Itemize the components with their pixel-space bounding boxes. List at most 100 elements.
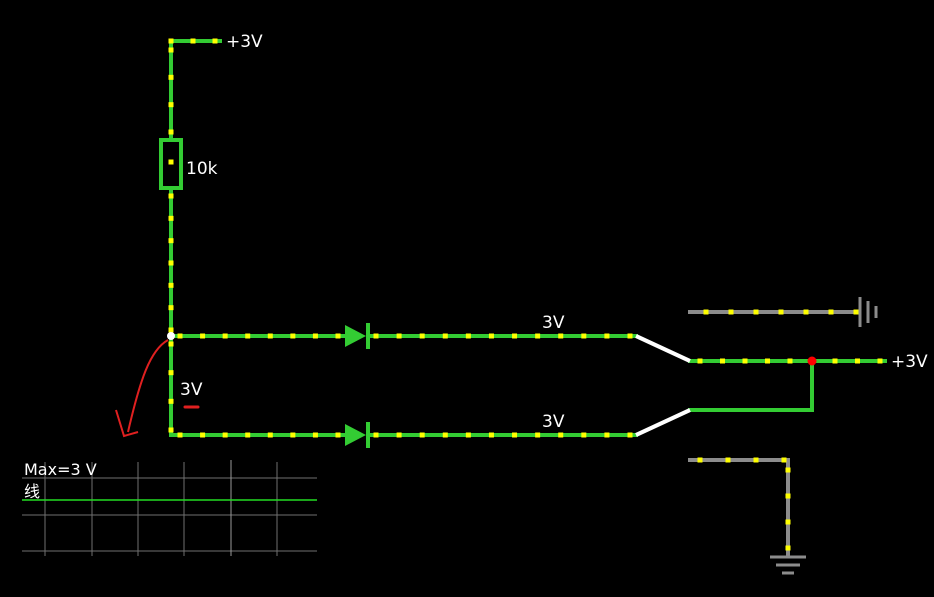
current-dot — [488, 333, 494, 339]
current-dot — [832, 358, 838, 364]
current-dot — [853, 309, 859, 315]
node-junction — [167, 332, 175, 340]
current-dot — [168, 341, 174, 347]
current-dot — [212, 38, 218, 44]
current-dot — [785, 519, 791, 525]
current-dot — [803, 309, 809, 315]
current-dot — [828, 309, 834, 315]
current-dot — [419, 333, 425, 339]
wire-top-supply — [169, 39, 222, 142]
upper-diode-voltage-label: 3V — [542, 313, 565, 333]
current-dot — [787, 358, 793, 364]
scope-max-label: Max=3 V — [24, 460, 97, 479]
current-dot — [465, 432, 471, 438]
current-dot — [604, 432, 610, 438]
current-dot — [168, 193, 174, 199]
current-dot — [267, 333, 273, 339]
current-dot — [168, 398, 174, 404]
current-dot — [177, 333, 183, 339]
current-dot — [290, 333, 296, 339]
current-dot — [200, 432, 206, 438]
lower-diode-voltage-label: 3V — [542, 412, 565, 432]
current-dot — [742, 358, 748, 364]
current-dot — [168, 370, 174, 376]
current-dot — [335, 333, 341, 339]
current-dot — [465, 333, 471, 339]
scope-panel[interactable]: Max=3 V 线 — [22, 460, 317, 556]
current-dot — [222, 432, 228, 438]
current-dot — [697, 457, 703, 463]
current-dot — [168, 74, 174, 80]
idle-current-dots — [697, 309, 859, 551]
current-dot — [168, 38, 174, 44]
current-dot — [753, 457, 759, 463]
wires — [169, 39, 887, 437]
current-dot — [778, 309, 784, 315]
current-dot — [627, 432, 633, 438]
current-dot — [512, 432, 518, 438]
current-dot — [703, 309, 709, 315]
current-dot — [535, 432, 541, 438]
current-dot — [781, 457, 787, 463]
current-dot — [765, 358, 770, 364]
current-dot — [785, 545, 791, 551]
wire-right-link — [688, 359, 814, 412]
current-dot — [627, 333, 633, 339]
right-junction — [807, 356, 817, 366]
current-dot — [877, 358, 883, 364]
current-dot — [168, 305, 174, 311]
current-dot — [442, 333, 448, 339]
current-dot — [855, 358, 860, 364]
current-dot — [396, 333, 402, 339]
wire-bottom-ground-lead — [688, 458, 790, 556]
supply-top-label: +3V — [226, 32, 263, 52]
current-dot — [168, 159, 174, 165]
scope-trace-label: 线 — [24, 482, 40, 501]
current-dot — [312, 432, 318, 438]
lower-diode[interactable] — [345, 422, 370, 448]
current-dot — [697, 358, 703, 364]
current-dot — [168, 327, 174, 333]
current-dot — [222, 333, 228, 339]
current-dot — [335, 432, 341, 438]
current-dot — [200, 333, 206, 339]
current-dot — [785, 493, 791, 499]
current-dot — [488, 432, 494, 438]
current-dot — [558, 432, 564, 438]
supply-right-label: +3V — [891, 352, 928, 372]
upper-diode[interactable] — [345, 323, 370, 349]
current-dot — [245, 333, 251, 339]
current-dot — [312, 333, 318, 339]
current-dot — [168, 260, 174, 266]
current-dot — [535, 333, 541, 339]
current-dot — [753, 309, 759, 315]
current-dot — [168, 238, 174, 244]
current-dot — [168, 129, 174, 135]
annotation-arrow — [127, 339, 169, 433]
current-dot — [442, 432, 448, 438]
upper-switch[interactable] — [635, 334, 691, 363]
scope-grid — [22, 460, 317, 556]
annotation-arrow-head — [115, 409, 139, 438]
current-dot — [290, 432, 296, 438]
current-dot — [168, 282, 174, 288]
lower-switch[interactable] — [635, 408, 691, 437]
node-voltage-label: 3V — [180, 380, 203, 400]
current-dot — [581, 432, 587, 438]
current-dot — [373, 333, 379, 339]
current-dot — [604, 333, 610, 339]
current-dot — [419, 432, 425, 438]
idle-wires — [688, 310, 860, 556]
current-dot — [168, 47, 174, 53]
current-dot — [720, 358, 725, 364]
current-dot — [168, 427, 174, 433]
current-dot — [512, 333, 518, 339]
current-dot — [245, 432, 251, 438]
current-dot — [267, 432, 273, 438]
current-dot — [373, 432, 379, 438]
current-dot — [168, 102, 174, 108]
ground-symbol-top — [858, 297, 878, 327]
current-dot — [725, 457, 731, 463]
resistor-10k[interactable] — [159, 138, 183, 190]
